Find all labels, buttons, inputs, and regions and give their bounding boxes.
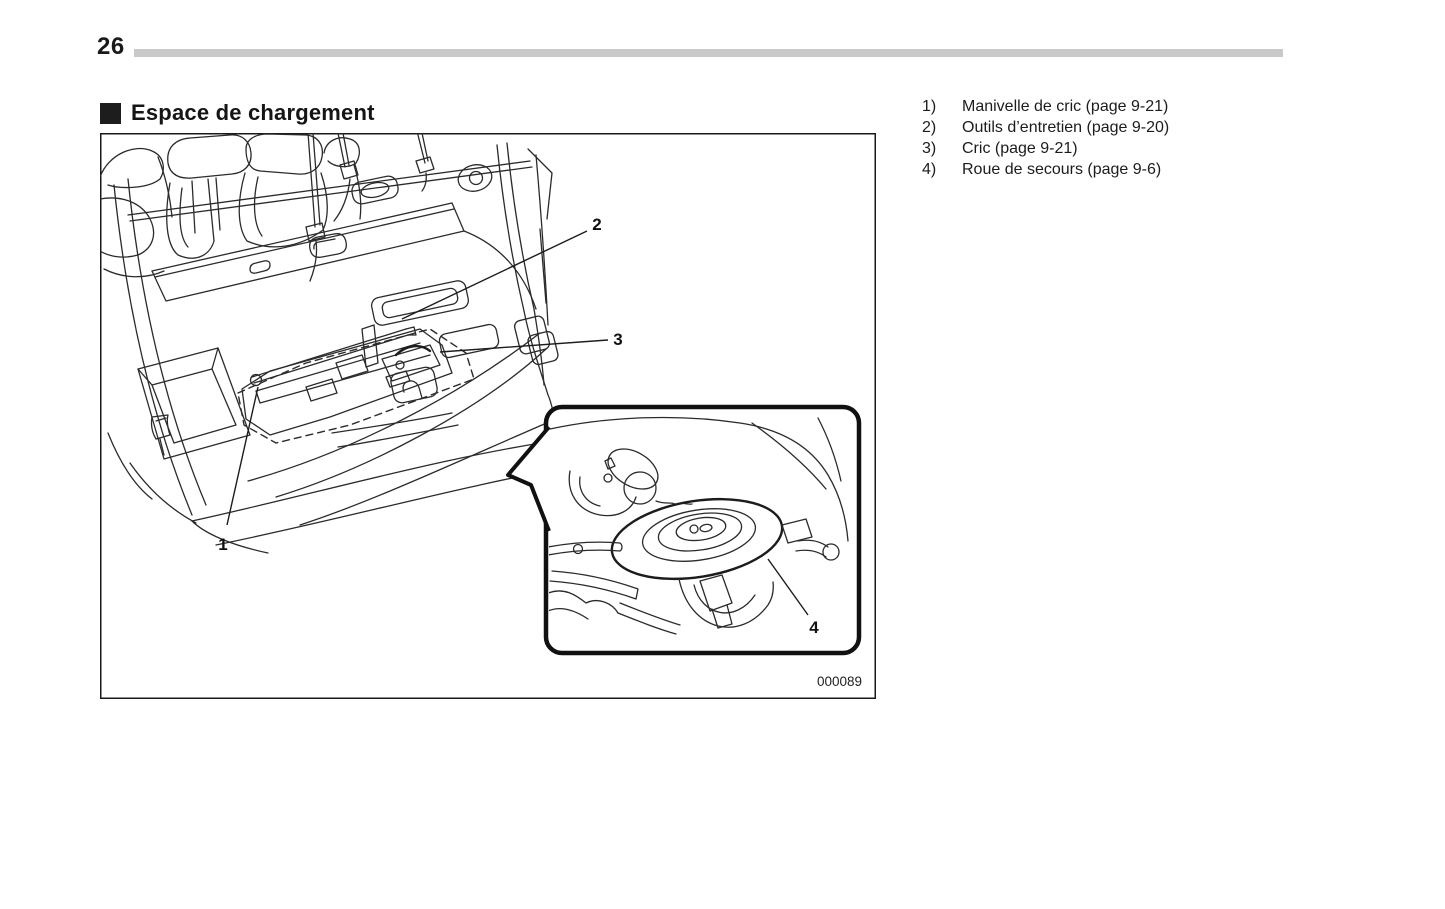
- spare-tire-inset: 4: [506, 404, 862, 656]
- legend-item-number: 1): [922, 98, 937, 115]
- section-heading: Espace de chargement: [100, 100, 375, 126]
- legend-item-number: 4): [922, 161, 937, 178]
- tool-tray: [237, 324, 475, 444]
- header-divider-bar: [134, 49, 1283, 57]
- cargo-area-figure: 1 2 3: [99, 132, 876, 699]
- callout-3-line: [439, 339, 609, 353]
- rear-wheel: [678, 578, 774, 628]
- section-title: Espace de chargement: [131, 100, 375, 125]
- tailgate-aperture: [496, 142, 554, 412]
- page-number: 26: [97, 33, 125, 60]
- callout-1-label: 1: [218, 535, 227, 554]
- tray-highlight-dashed-outline: [237, 328, 475, 444]
- legend-item-number: 2): [922, 119, 937, 136]
- legend-item-2: 2) Outils d’entretien (page 9-20): [922, 117, 1169, 138]
- callout-2-label: 2: [592, 215, 601, 234]
- cargo-area-line-drawing: 1 2 3: [99, 132, 876, 699]
- legend-item-label: Roue de secours (page 9-6): [962, 161, 1162, 178]
- legend-item-1: 1) Manivelle de cric (page 9-21): [922, 96, 1169, 117]
- floor-recesses: [351, 164, 559, 404]
- body-sweep-lines: [191, 332, 581, 554]
- legend-item-label: Manivelle de cric (page 9-21): [962, 98, 1169, 115]
- legend-item-label: Cric (page 9-21): [962, 140, 1078, 157]
- legend-item-3: 3) Cric (page 9-21): [922, 138, 1169, 159]
- callout-1-line: [226, 386, 259, 526]
- inset-bubble-tail: [506, 425, 551, 532]
- callout-3-label: 3: [613, 330, 622, 349]
- seatbelts: [305, 132, 435, 282]
- inset-content: 4: [549, 416, 849, 637]
- callout-4-label: 4: [809, 618, 819, 637]
- legend-list: 1) Manivelle de cric (page 9-21) 2) Outi…: [922, 96, 1169, 180]
- cargo-floor-lid: [151, 202, 537, 310]
- side-pocket: [137, 347, 251, 460]
- legend-item-number: 3): [922, 140, 937, 157]
- inset-bubble-border: [543, 404, 862, 656]
- legend-item-label: Outils d’entretien (page 9-20): [962, 119, 1170, 136]
- figure-code: 000089: [817, 674, 862, 689]
- callouts: 1 2 3: [218, 215, 622, 554]
- callout-2-line: [401, 230, 588, 320]
- black-square-marker-icon: [100, 102, 121, 124]
- callout-4-line: [767, 558, 809, 616]
- legend-item-4: 4) Roue de secours (page 9-6): [922, 159, 1169, 180]
